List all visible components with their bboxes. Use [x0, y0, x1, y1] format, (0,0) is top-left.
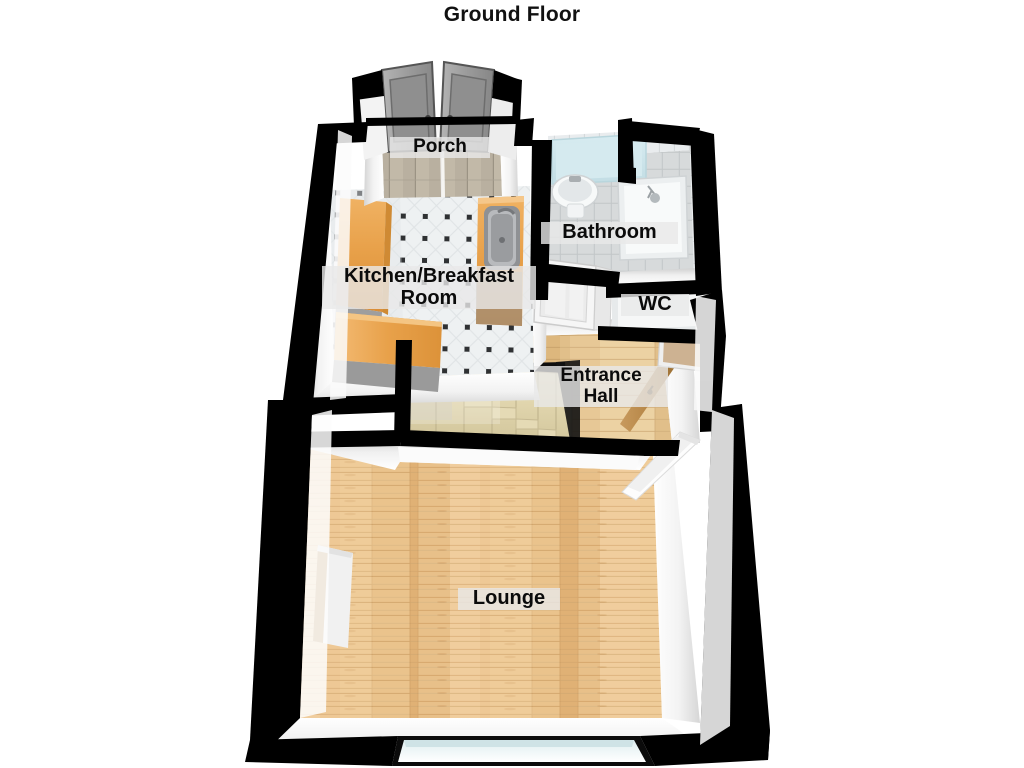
wash-basin	[551, 174, 599, 219]
porch-door-right[interactable]	[438, 60, 496, 154]
kitchen-sink	[484, 206, 520, 270]
counter-left-lower	[332, 312, 442, 392]
lounge-wall-bottom	[265, 718, 700, 752]
wall-highlights	[300, 130, 734, 745]
porch-door-left[interactable]	[380, 60, 438, 154]
counter-right-sink	[476, 196, 524, 326]
bay-window	[392, 736, 655, 766]
page-title: Ground Floor	[443, 3, 581, 26]
shower-enclosure	[617, 175, 689, 261]
lounge-wall-right	[653, 443, 700, 723]
